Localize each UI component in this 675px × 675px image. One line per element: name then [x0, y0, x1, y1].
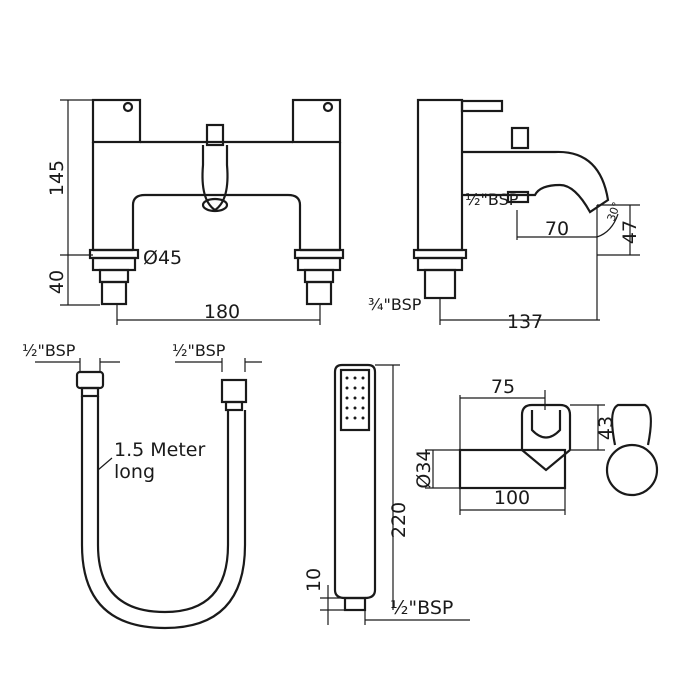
diameter-label: Ø45	[143, 247, 182, 269]
depth-label: 137	[507, 311, 543, 333]
hose-left-bsp-label: ½"BSP	[22, 341, 76, 360]
side-view: ½"BSP 70 30° 47 ¾"BSP 137	[368, 98, 641, 333]
hose-length-label-line2: long	[114, 461, 155, 483]
hose: ½"BSP ½"BSP 1.5 Meter long	[22, 341, 262, 630]
hose-right-bsp-label: ½"BSP	[172, 341, 226, 360]
handset-neck-label: 10	[303, 568, 325, 592]
width-label: 180	[204, 301, 240, 323]
height-label: 145	[46, 160, 68, 196]
handset-length-label: 220	[388, 502, 410, 538]
handset-bsp-label: ½"BSP	[390, 597, 453, 619]
inlet-bsp-label: ¾"BSP	[368, 295, 422, 314]
base-label: 40	[46, 270, 68, 294]
reach-label: 70	[545, 218, 569, 240]
holder: 75 43 Ø34 100	[413, 376, 659, 515]
drop-label: 47	[619, 220, 641, 244]
holder-length-label: 100	[494, 487, 530, 509]
handset: 220 10 ½"BSP	[303, 363, 470, 625]
outlet-bsp-label: ½"BSP	[465, 190, 519, 209]
hose-length-label-line1: 1.5 Meter	[114, 439, 205, 461]
holder-width-label: 75	[491, 376, 515, 398]
front-view: 145 40 Ø45 180	[46, 98, 345, 325]
holder-height-label: 43	[595, 416, 617, 440]
angle-label: 30°	[605, 200, 624, 223]
holder-diameter-label: Ø34	[413, 449, 435, 488]
